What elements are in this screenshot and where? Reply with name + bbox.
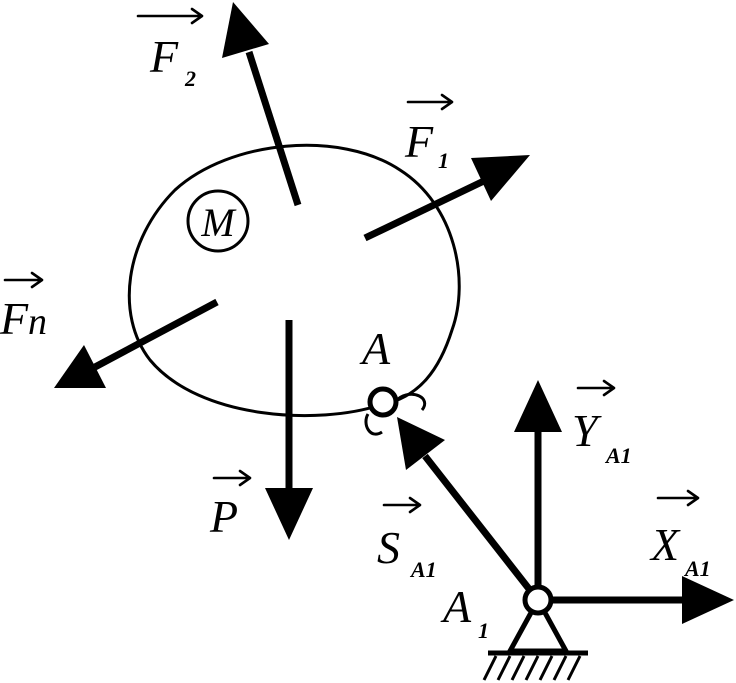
svg-text:1: 1 <box>438 148 449 173</box>
svg-text:F: F <box>0 293 29 344</box>
label-P: P <box>209 469 252 542</box>
svg-text:1: 1 <box>478 618 489 643</box>
svg-text:F: F <box>149 31 179 82</box>
hinge-A <box>364 386 426 436</box>
svg-text:n: n <box>28 301 47 343</box>
svg-text:P: P <box>209 491 238 542</box>
label-Fn: F n <box>0 271 47 344</box>
label-F1: F 1 <box>404 93 454 173</box>
body-mark-letter: M <box>200 200 237 245</box>
label-YA1: Y A1 <box>572 379 632 468</box>
force-F1-arrow <box>363 155 530 242</box>
svg-text:A: A <box>359 323 391 374</box>
svg-text:S: S <box>377 522 400 573</box>
svg-text:A1: A1 <box>683 556 711 581</box>
body-mark-circle <box>186 189 250 253</box>
label-F2: F 2 <box>136 7 204 91</box>
rigid-body-outline <box>127 143 461 418</box>
label-XA1: X A1 <box>649 489 711 581</box>
force-P-arrow <box>265 320 313 540</box>
label-A: A <box>359 323 391 374</box>
svg-text:2: 2 <box>184 66 196 91</box>
label-A1: A 1 <box>440 581 489 643</box>
svg-text:F: F <box>404 116 434 167</box>
force-SA1-arrow <box>397 417 536 597</box>
svg-text:A1: A1 <box>604 443 632 468</box>
force-F2-arrow <box>222 2 302 207</box>
force-YA1-arrow <box>514 380 562 600</box>
force-XA1-arrow <box>540 576 734 624</box>
force-Fn-arrow <box>54 298 219 388</box>
body-mark: M <box>186 189 250 253</box>
svg-text:Y: Y <box>572 405 602 456</box>
pin-support-A1 <box>482 584 588 681</box>
ground-hatching <box>482 655 582 681</box>
svg-text:A: A <box>440 581 472 632</box>
svg-text:X: X <box>649 519 681 570</box>
label-SA1: S A1 <box>377 496 437 582</box>
svg-text:A1: A1 <box>409 557 437 582</box>
